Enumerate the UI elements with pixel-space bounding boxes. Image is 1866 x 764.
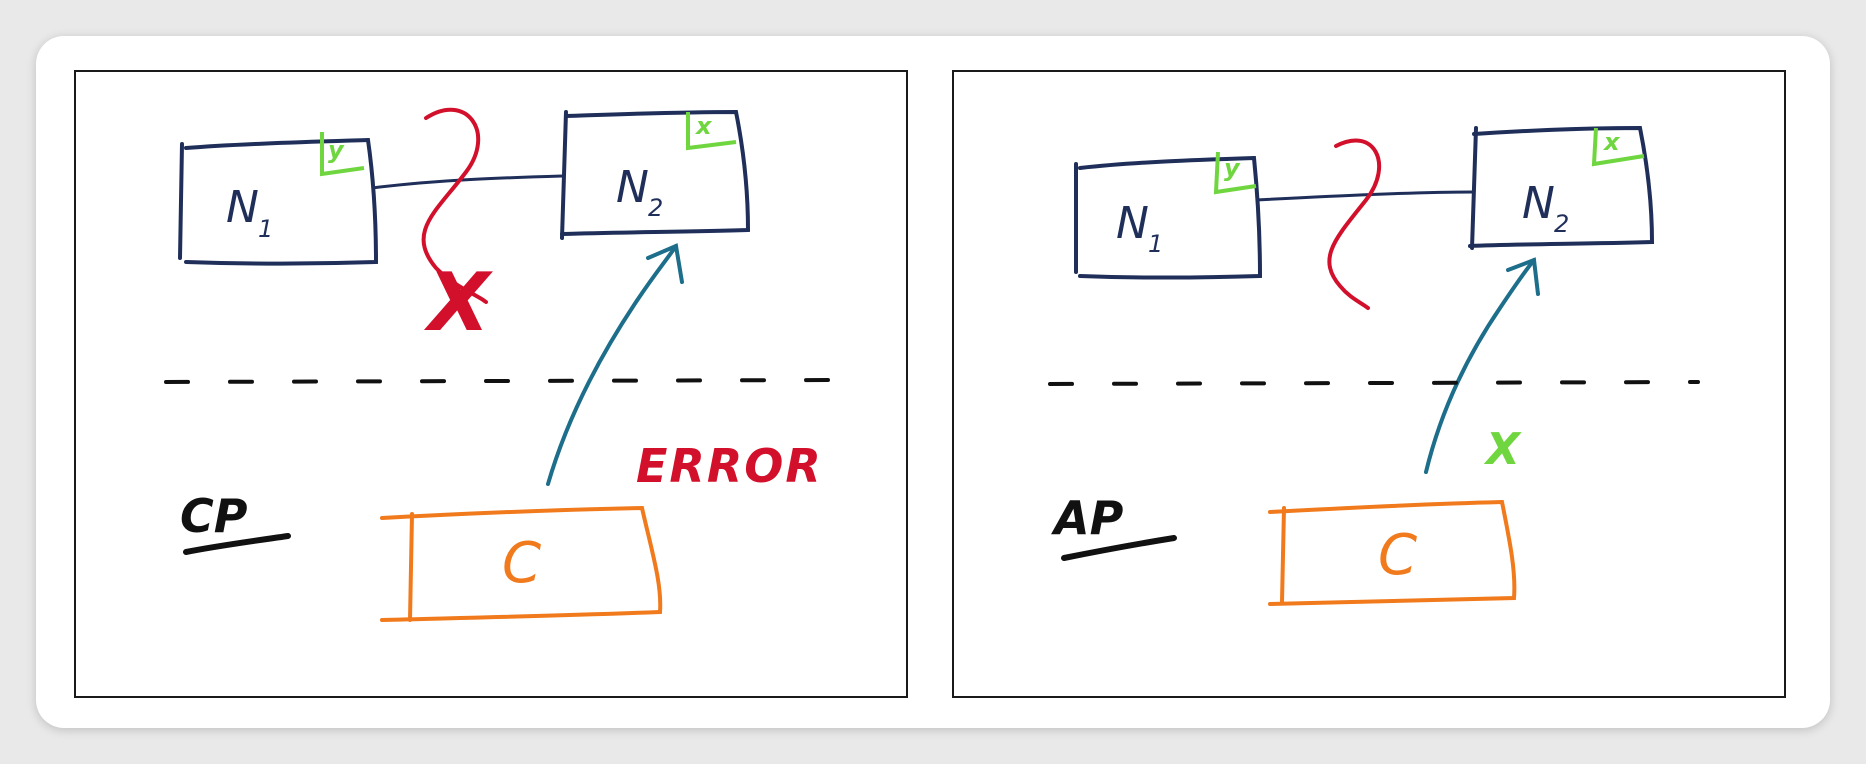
node-n1: [178, 137, 379, 266]
node-n2: [560, 109, 751, 240]
divider-line: [164, 378, 838, 384]
node-n2-subscript: 2: [1554, 210, 1569, 238]
partition-squiggle: [1327, 138, 1382, 310]
client-label: C: [1378, 523, 1417, 588]
client-label: C: [502, 531, 541, 596]
node-n2-value: x: [695, 112, 713, 140]
node-n1-letter: N: [226, 182, 259, 233]
node-n1-subscript: 1: [258, 215, 273, 243]
node-n2-subscript: 2: [648, 194, 663, 222]
node-n1-value-box: [1213, 151, 1257, 195]
node-n1-value: y: [1224, 154, 1241, 182]
divider-line: [1048, 380, 1700, 386]
request-arrowhead: [1506, 257, 1540, 296]
partition-mark: X: [423, 256, 493, 349]
mode-label: CP: [180, 489, 248, 543]
ap-diagram: N 1 y N 2 x X AP C: [1048, 125, 1700, 606]
cp-panel: N 1 y N 2 x X ERROR CP: [74, 70, 908, 698]
mode-underline: [1061, 535, 1177, 561]
node-n1: [1074, 155, 1263, 280]
node-n2: [1468, 125, 1655, 250]
node-n1-subscript: 1: [1148, 230, 1163, 258]
node-n1-value-box: [320, 132, 365, 177]
client-box: [1268, 499, 1517, 606]
request-arrow: [1424, 258, 1536, 474]
error-label: ERROR: [636, 439, 823, 493]
cp-diagram: N 1 y N 2 x X ERROR CP: [164, 107, 838, 622]
ap-panel: N 1 y N 2 x X AP C: [952, 70, 1786, 698]
node-n2-value-box: [1591, 127, 1645, 167]
network-link: [371, 174, 563, 190]
node-n2-letter: N: [1522, 178, 1555, 229]
client-box: [380, 505, 663, 622]
reply-value: X: [1483, 424, 1522, 475]
node-n1-value: y: [328, 136, 345, 164]
request-arrow: [546, 244, 678, 486]
mode-label: AP: [1051, 491, 1124, 545]
node-n2-value-box: [686, 112, 737, 151]
partition-squiggle: [421, 107, 488, 304]
node-n2-letter: N: [616, 162, 649, 213]
request-arrowhead: [646, 243, 684, 284]
node-n2-value: x: [1603, 128, 1621, 156]
mode-underline: [183, 533, 291, 555]
node-n1-letter: N: [1116, 198, 1149, 249]
